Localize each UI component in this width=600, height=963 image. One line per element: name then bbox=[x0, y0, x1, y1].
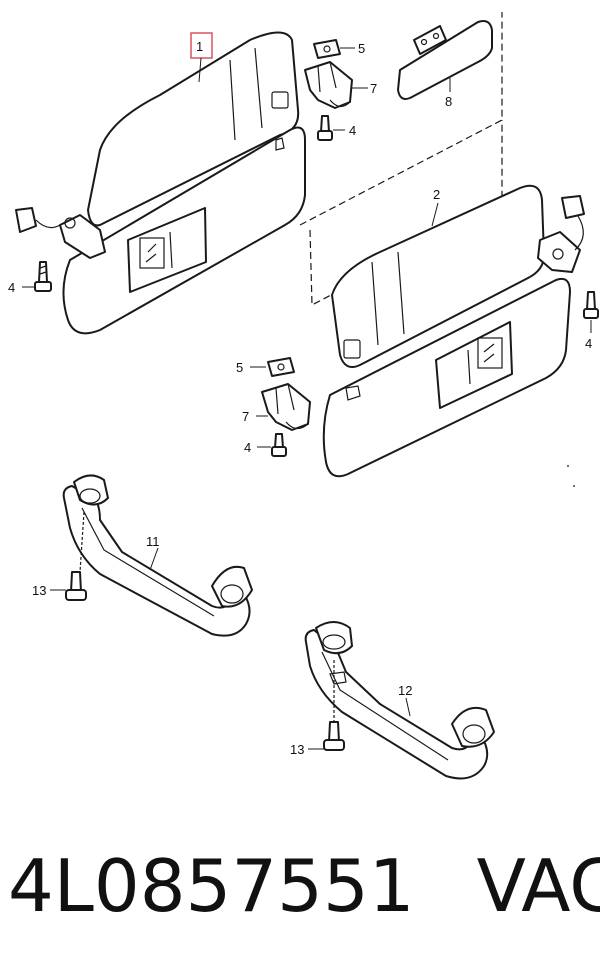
grab-handle-12 bbox=[304, 621, 495, 780]
screw-4-right bbox=[583, 291, 599, 319]
callout-5-upper: 5 bbox=[358, 41, 365, 56]
callout-4-lower: 4 bbox=[244, 440, 251, 455]
callout-13-upper: 13 bbox=[32, 583, 46, 598]
sun-visor-left bbox=[15, 31, 306, 335]
sun-visor-right bbox=[322, 184, 585, 478]
grab-handle-11 bbox=[62, 474, 253, 637]
screw-13-lower bbox=[323, 660, 345, 751]
screw-13-upper bbox=[65, 511, 87, 601]
callout-8: 8 bbox=[445, 94, 452, 109]
clip-5-upper bbox=[313, 39, 341, 59]
callout-4-left: 4 bbox=[8, 280, 15, 295]
brand-name: VAG bbox=[476, 844, 600, 928]
callout-7-lower: 7 bbox=[242, 409, 249, 424]
speck-mark bbox=[567, 465, 569, 467]
screw-4-lower bbox=[271, 433, 287, 457]
callout-12: 12 bbox=[398, 683, 412, 698]
callout-4-right: 4 bbox=[585, 336, 592, 351]
callout-13-lower: 13 bbox=[290, 742, 304, 757]
parts-exploded-diagram: 1 4 5 7 4 8 bbox=[8, 12, 599, 780]
clip-5-lower bbox=[267, 357, 295, 377]
speck-mark bbox=[573, 485, 575, 487]
callout-1: 1 bbox=[196, 39, 203, 54]
callout-5-lower: 5 bbox=[236, 360, 243, 375]
caption: 4L0857551 VAG bbox=[8, 838, 600, 948]
mirror-8 bbox=[397, 20, 493, 100]
screw-4-left bbox=[34, 261, 52, 292]
mount-7-upper bbox=[304, 61, 353, 109]
callout-1-highlight-box bbox=[190, 32, 213, 59]
part-number: 4L0857551 bbox=[8, 844, 415, 928]
callout-4-upper: 4 bbox=[349, 123, 356, 138]
callout-7-upper: 7 bbox=[370, 81, 377, 96]
callout-11: 11 bbox=[146, 534, 160, 549]
screw-4-upper bbox=[317, 115, 333, 141]
mount-7-lower bbox=[261, 383, 311, 431]
callout-2: 2 bbox=[433, 187, 440, 202]
